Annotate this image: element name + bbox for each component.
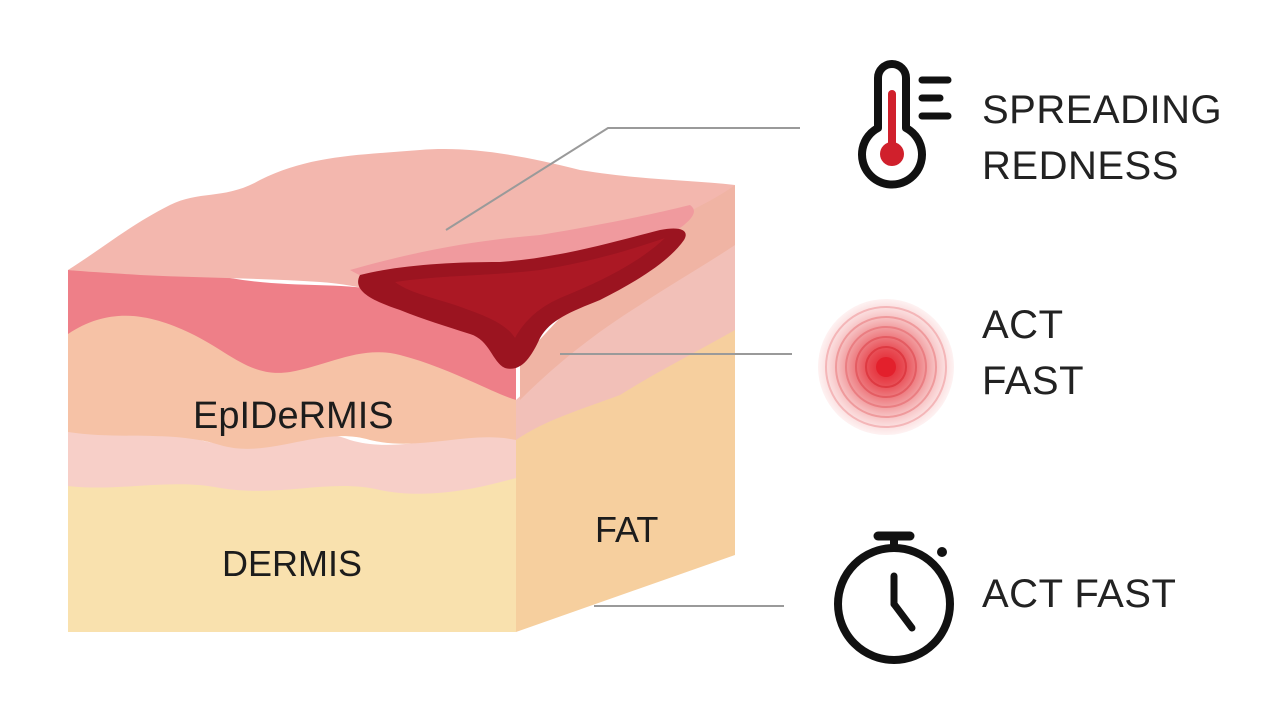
callout-act-fast-timer: ACT FAST xyxy=(982,566,1176,622)
side-pink-band xyxy=(516,240,735,440)
callout-act-fast-target: ACT FAST xyxy=(982,297,1084,409)
callout-line: ACT FAST xyxy=(982,572,1177,616)
pointer-lines xyxy=(445,127,800,607)
epidermis-label: EpIDeRMIS xyxy=(193,395,394,437)
dermis-layer xyxy=(68,470,516,632)
target-icon xyxy=(818,299,954,435)
basal-layer xyxy=(68,430,516,494)
thermometer-icon xyxy=(858,60,952,189)
skin-surface xyxy=(68,149,735,332)
callout-spreading-redness: SPREADING REDNESS xyxy=(982,82,1222,194)
pointer-redness xyxy=(445,127,800,231)
fat-label: FAT xyxy=(595,509,658,550)
skin-cross-section: EpIDeRMIS DERMIS FAT xyxy=(68,149,735,632)
callout-line: FAST xyxy=(982,359,1085,403)
wound-highlight xyxy=(395,238,665,338)
epidermis-layer xyxy=(68,311,516,449)
dermis-label: DERMIS xyxy=(222,543,362,584)
callout-line: ACT xyxy=(982,303,1064,347)
callout-line: SPREADING xyxy=(982,88,1223,132)
stopwatch-icon xyxy=(834,531,954,664)
callout-line: REDNESS xyxy=(982,144,1179,188)
